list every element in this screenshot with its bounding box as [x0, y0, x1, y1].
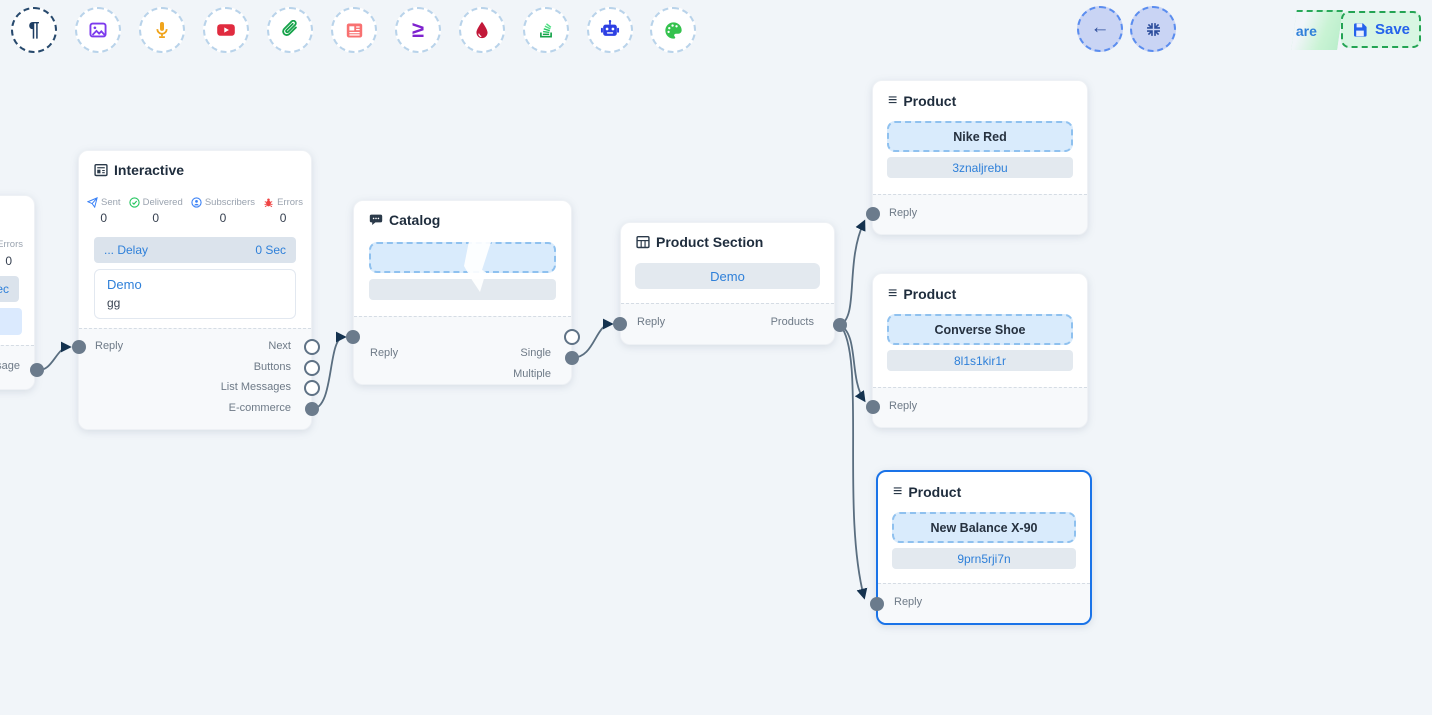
stat-subscribers: Subscribers 0 — [191, 197, 255, 225]
partial-share-label: are — [1295, 23, 1317, 39]
output-buttons-label: Buttons — [253, 361, 291, 373]
user-circle-icon — [191, 197, 202, 208]
node-product-nike-red[interactable]: ≡ Product Nike Red 3znaljrebu Reply — [872, 80, 1088, 235]
product-id-pill: 9prn5rji7n — [892, 548, 1076, 569]
input-reply-label: Reply — [95, 340, 124, 352]
interactive-body[interactable]: Demo gg — [94, 269, 296, 319]
output-products-label: Products — [770, 316, 814, 328]
node-title: Product — [903, 286, 957, 302]
table-grid-icon — [636, 236, 650, 249]
output-message-label: Message — [0, 360, 20, 372]
floppy-disk-icon — [1353, 22, 1367, 37]
menu-icon: ≡ — [888, 285, 898, 302]
output-single-label: Single — [520, 347, 551, 359]
droplet-icon — [476, 21, 488, 39]
condition-node-button[interactable]: ≥ — [395, 7, 441, 53]
stat-errors-value: 0 — [5, 254, 12, 268]
delay-row[interactable]: ... Delay 0 Sec — [94, 237, 296, 263]
input-reply-label: Reply — [894, 596, 923, 608]
audio-node-button[interactable] — [139, 7, 185, 53]
output-list-messages-label: List Messages — [220, 381, 291, 393]
product-name-box[interactable]: New Balance X-90 — [892, 512, 1076, 543]
body-title: Demo — [107, 277, 142, 292]
back-button[interactable]: ← — [1077, 6, 1123, 52]
output-next-label: Next — [268, 340, 291, 352]
stack-icon — [540, 23, 552, 38]
output-multiple-label: Multiple — [513, 368, 551, 380]
newspaper-icon — [346, 23, 362, 37]
pilcrow-icon: ¶ — [28, 19, 40, 41]
youtube-icon — [217, 24, 235, 36]
stat-sent: Sent 0 — [87, 197, 121, 225]
stat-delivered: Delivered 0 — [128, 197, 183, 225]
drip-node-button[interactable] — [459, 7, 505, 53]
article-node-button[interactable] — [331, 7, 377, 53]
delay-value: 0 Sec — [255, 243, 286, 257]
text-node-button[interactable]: ¶ — [11, 7, 57, 53]
palette-icon — [664, 21, 682, 39]
product-section-demo-button[interactable]: Demo — [635, 263, 820, 289]
node-title: Product Section — [656, 234, 764, 250]
theme-node-button[interactable] — [650, 7, 696, 53]
node-title: Product — [908, 484, 962, 500]
product-id-pill: 8l1s1kir1r — [887, 350, 1073, 371]
input-reply-label: Reply — [889, 207, 918, 219]
input-reply-label: Reply — [889, 400, 918, 412]
product-name-box[interactable]: Converse Shoe — [887, 314, 1073, 345]
video-node-button[interactable] — [203, 7, 249, 53]
image-node-button[interactable] — [75, 7, 121, 53]
microphone-icon — [156, 22, 168, 38]
catalog-empty-pill — [369, 279, 556, 300]
interactive-icon — [94, 164, 108, 177]
edge-message-to-interactive[interactable] — [36, 341, 72, 371]
robot-icon — [600, 19, 620, 36]
edge-products-to-converse[interactable] — [839, 324, 866, 403]
fit-view-button[interactable] — [1130, 6, 1176, 52]
node-title: Catalog — [389, 212, 441, 228]
edge-products-to-nike[interactable] — [839, 219, 866, 326]
image-icon — [89, 22, 107, 38]
menu-icon: ≡ — [893, 483, 903, 500]
arrow-left-icon: ← — [1090, 17, 1110, 38]
partial-share-button[interactable]: are — [1291, 10, 1343, 50]
message-content-pill — [0, 308, 22, 335]
node-product-new-balance-x90[interactable]: ≡ Product New Balance X-90 9prn5rji7n Re… — [876, 470, 1092, 625]
attachment-node-button[interactable] — [267, 7, 313, 53]
delay-label: ... Delay — [104, 243, 149, 257]
paperclip-icon — [281, 19, 297, 36]
product-id-pill: 3znaljrebu — [887, 157, 1073, 178]
node-product-section[interactable]: Product Section Demo Reply Products — [620, 222, 835, 345]
product-name-box[interactable]: Nike Red — [887, 121, 1073, 152]
bug-icon — [264, 198, 273, 208]
handle-product-section-products[interactable] — [833, 318, 847, 332]
node-title: Interactive — [114, 162, 185, 178]
delay-value: 0 Sec — [0, 282, 9, 296]
catalog-placeholder-box[interactable] — [369, 242, 556, 273]
stat-errors: Errors 0 — [263, 197, 303, 225]
check-circle-icon — [128, 197, 140, 208]
save-label: Save — [1374, 21, 1411, 38]
edge-multiple-to-product-section[interactable] — [571, 318, 614, 359]
node-interactive[interactable]: Interactive Sent 0 Delivered — [78, 150, 312, 430]
input-reply-label: Reply — [370, 347, 399, 359]
node-title: Product — [903, 93, 957, 109]
sequence-node-button[interactable] — [523, 7, 569, 53]
stat-errors-label: Errors — [0, 239, 23, 250]
bot-node-button[interactable] — [587, 7, 633, 53]
paper-plane-icon — [87, 197, 98, 208]
node-catalog[interactable]: Catalog Reply Single Multiple — [353, 200, 572, 385]
greater-equal-icon: ≥ — [411, 17, 425, 42]
menu-icon: ≡ — [888, 92, 898, 109]
save-button[interactable]: Save — [1341, 11, 1421, 48]
compress-icon — [1146, 22, 1160, 36]
input-reply-label: Reply — [637, 316, 666, 328]
chat-bubble-icon — [369, 214, 383, 225]
node-message-partial[interactable]: Errors 0 0 Sec Message — [0, 195, 35, 390]
output-ecommerce-label: E-commerce — [228, 402, 291, 414]
edge-ecommerce-to-catalog[interactable] — [311, 331, 347, 410]
body-text: gg — [107, 296, 121, 310]
edge-products-to-new-balance[interactable] — [839, 324, 868, 600]
node-product-converse-shoe[interactable]: ≡ Product Converse Shoe 8l1s1kir1r Reply — [872, 273, 1088, 428]
